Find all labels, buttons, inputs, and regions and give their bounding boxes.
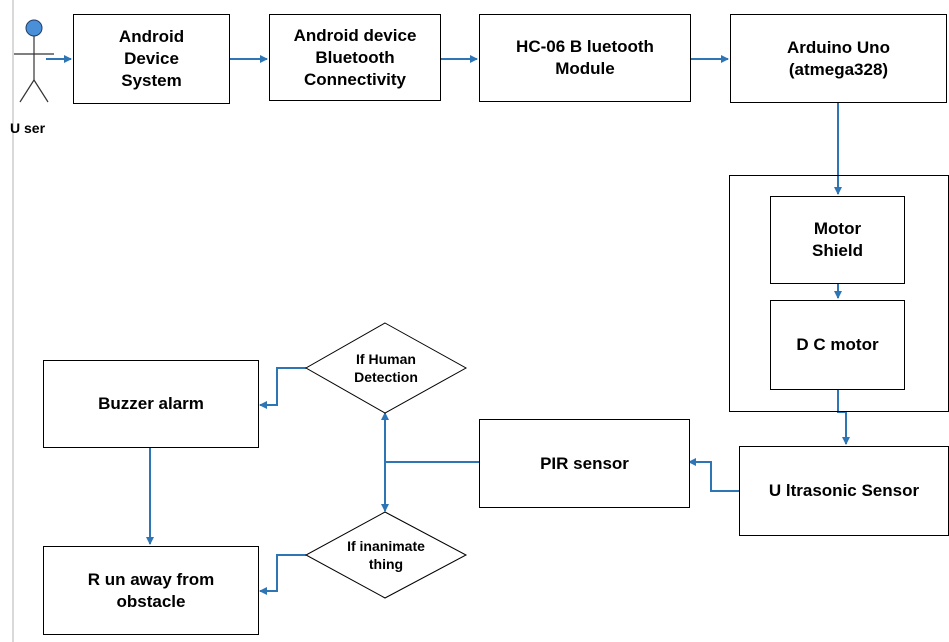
user-stick-figure-icon xyxy=(14,19,54,103)
arduino-uno-box: Arduino Uno (atmega328) xyxy=(730,14,947,103)
ultrasonic-sensor-box: U ltrasonic Sensor xyxy=(739,446,949,536)
inanimate-thing-decision-shape xyxy=(304,511,468,599)
motor-shield-box: Motor Shield xyxy=(770,196,905,284)
android-device-system-box: Android Device System xyxy=(73,14,230,104)
arrow-dc-motor-to-ultrasonic xyxy=(837,389,850,445)
human-detection-label: If Human Detection xyxy=(354,351,418,385)
human-detection-decision-shape xyxy=(304,322,468,414)
arrow-ultrasonic-to-pir xyxy=(688,458,739,492)
bluetooth-connectivity-box: Android device Bluetooth Connectivity xyxy=(269,14,441,101)
pir-sensor-box: PIR sensor xyxy=(479,419,690,508)
inanimate-thing-label: If inanimate thing xyxy=(347,538,425,572)
buzzer-alarm-box: Buzzer alarm xyxy=(43,360,259,448)
arrow-human-to-buzzer xyxy=(259,367,306,409)
user-label: U ser xyxy=(10,120,46,136)
run-away-box: R un away from obstacle xyxy=(43,546,259,635)
hc06-bluetooth-module-box: HC-06 B luetooth Module xyxy=(479,14,691,102)
dc-motor-box: D C motor xyxy=(770,300,905,390)
arrow-inanimate-to-run-away xyxy=(259,554,306,595)
